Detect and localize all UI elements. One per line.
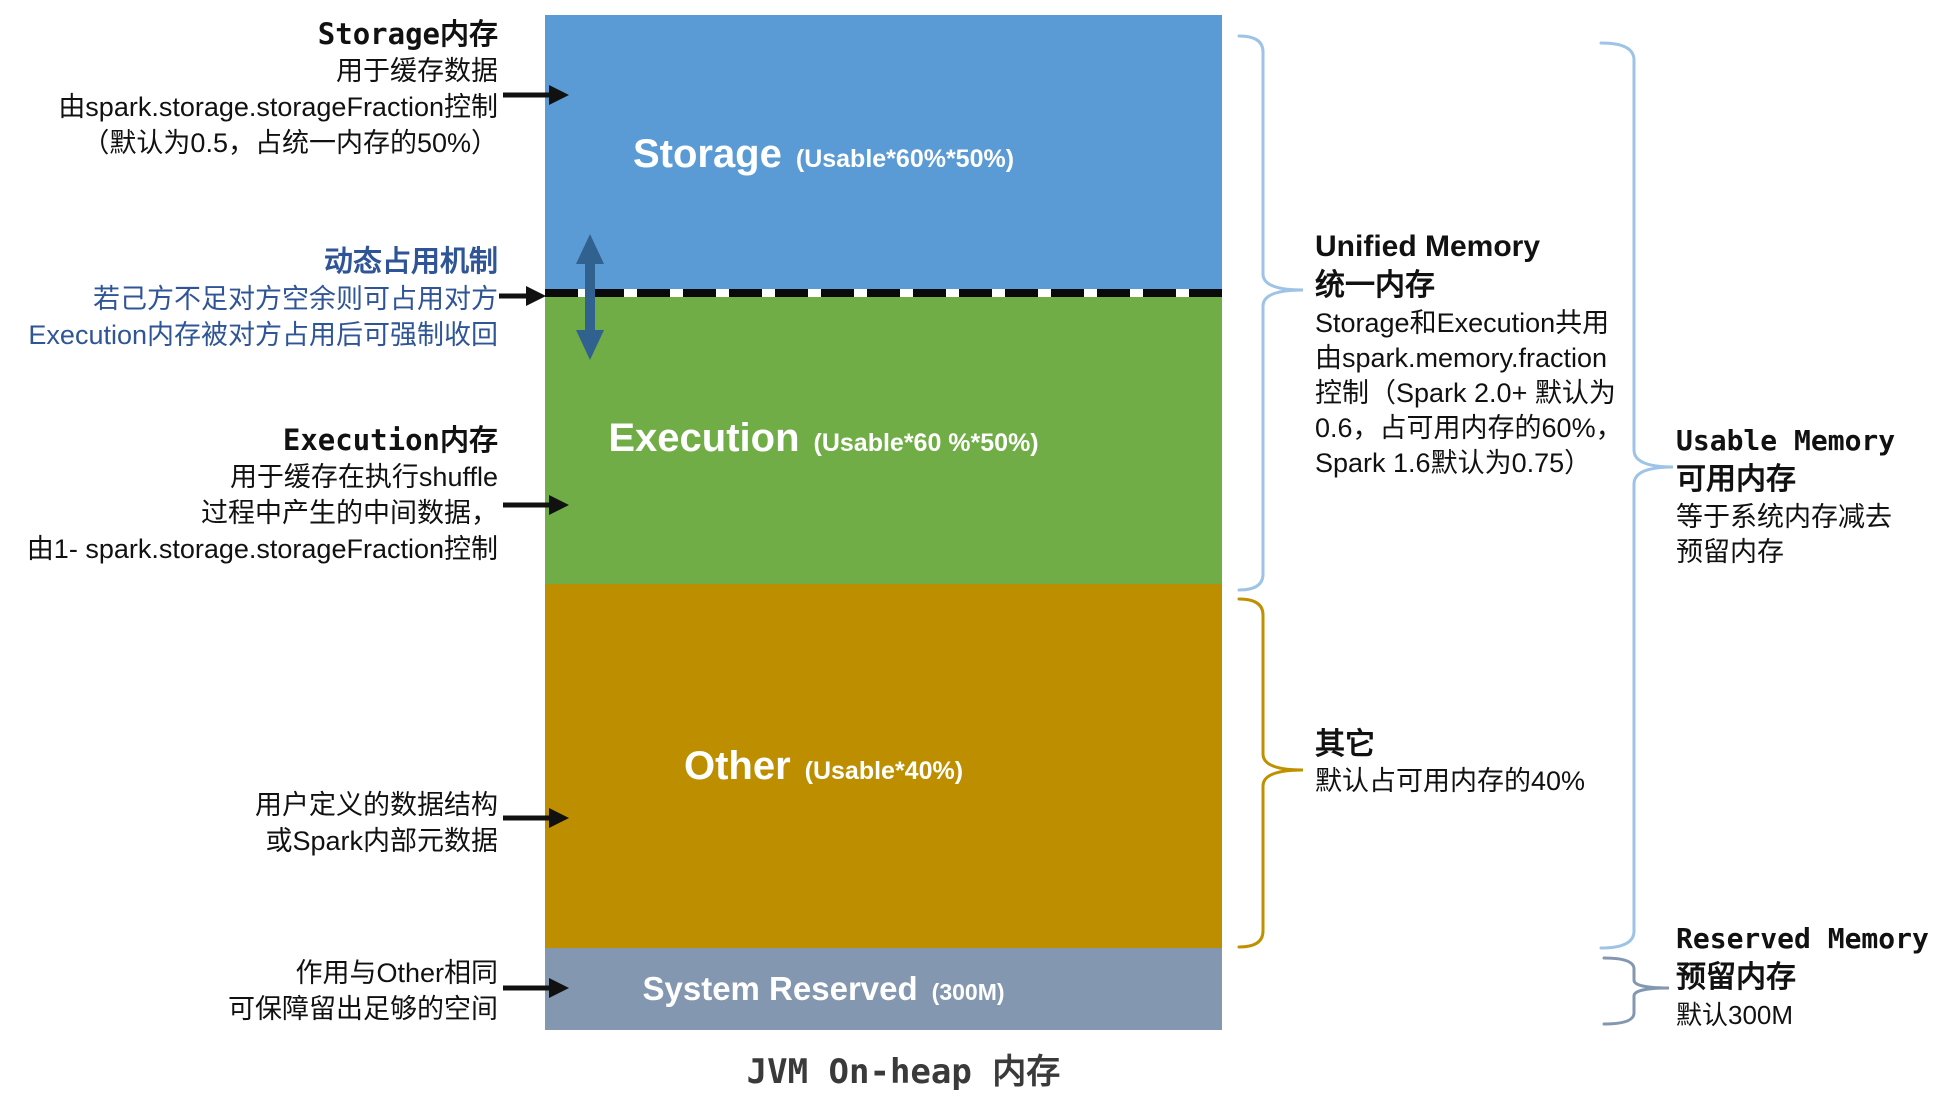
- diagram-caption: JVM On-heap 内存: [746, 1052, 1061, 1092]
- other-memory-block: Other (Usable*40%): [545, 584, 1222, 948]
- unified-memory-annotation: Unified Memory 统一内存 Storage和Execution共用 …: [1315, 228, 1623, 481]
- execution-memory-block: Execution (Usable*60 %*50%): [545, 293, 1222, 584]
- storage-execution-dashed-boundary: [545, 289, 1222, 297]
- execution-annotation-line: 由1- spark.storage.storageFraction控制: [26, 534, 498, 564]
- other-block-subtitle: (Usable*40%): [804, 756, 964, 785]
- system-reserved-memory-block: System Reserved (300M): [545, 948, 1222, 1030]
- reserved-memory-title: Reserved Memory: [1676, 922, 1929, 955]
- other-annotation-line: 或Spark内部元数据: [265, 826, 498, 856]
- usable-memory-brace: [1599, 41, 1674, 950]
- other-annotation: 用户定义的数据结构 或Spark内部元数据: [255, 787, 498, 859]
- storage-annotation-line: 用于缓存数据: [336, 56, 498, 86]
- unified-memory-subtitle: 统一内存: [1315, 269, 1435, 302]
- execution-block-title: Execution: [608, 416, 800, 460]
- reserved-memory-subtitle: 预留内存: [1676, 961, 1796, 994]
- dynamic-occupancy-annotation: 动态占用机制 若己方不足对方空余则可占用对方 Execution内存被对方占用后…: [28, 244, 498, 353]
- reserved-memory-annotation: Reserved Memory 预留内存 默认300M: [1676, 920, 1929, 1032]
- storage-block-label: Storage (Usable*60%*50%): [633, 132, 1014, 177]
- unified-memory-line: 控制（Spark 2.0+ 默认为: [1315, 378, 1616, 408]
- other-right-title: 其它: [1315, 728, 1375, 761]
- dynamic-occupancy-arrow-icon: [499, 286, 546, 306]
- system-reserved-block-label: System Reserved (300M): [642, 970, 1004, 1008]
- storage-memory-block: Storage (Usable*60%*50%): [545, 15, 1222, 293]
- dynamic-occupancy-line: Execution内存被对方占用后可强制收回: [28, 320, 498, 350]
- unified-memory-title: Unified Memory: [1315, 230, 1541, 263]
- execution-annotation-line: 用于缓存在执行shuffle: [229, 462, 498, 492]
- usable-memory-subtitle: 可用内存: [1676, 463, 1796, 496]
- other-right-annotation: 其它 默认占可用内存的40%: [1315, 726, 1585, 799]
- system-reserved-annotation-line: 可保障留出足够的空间: [228, 994, 498, 1024]
- other-right-line: 默认占可用内存的40%: [1315, 766, 1586, 796]
- storage-annotation-title: Storage内存: [317, 17, 498, 51]
- system-reserved-annotation-line: 作用与Other相同: [295, 958, 498, 988]
- storage-block-subtitle: (Usable*60%*50%): [795, 144, 1015, 173]
- unified-memory-line: 0.6，占可用内存的60%，: [1315, 413, 1623, 443]
- other-block-label: Other (Usable*40%): [684, 744, 963, 789]
- execution-annotation-line: 过程中产生的中间数据，: [201, 498, 498, 528]
- usable-memory-line: 预留内存: [1676, 537, 1784, 567]
- storage-annotation-line: 由spark.storage.storageFraction控制: [58, 92, 498, 122]
- unified-memory-line: 由spark.memory.fraction: [1315, 343, 1608, 373]
- unified-memory-line: Storage和Execution共用: [1315, 308, 1610, 338]
- execution-block-subtitle: (Usable*60 %*50%): [813, 429, 1039, 457]
- usable-memory-annotation: Usable Memory 可用内存 等于系统内存减去 预留内存: [1676, 422, 1895, 570]
- execution-block-label: Execution (Usable*60 %*50%): [608, 416, 1038, 461]
- other-memory-brace: [1237, 597, 1304, 949]
- execution-annotation-title: Execution内存: [282, 423, 498, 457]
- dynamic-occupancy-line: 若己方不足对方空余则可占用对方: [93, 284, 498, 314]
- usable-memory-line: 等于系统内存减去: [1676, 502, 1892, 532]
- execution-annotation: Execution内存 用于缓存在执行shuffle 过程中产生的中间数据， 由…: [27, 422, 498, 567]
- storage-block-title: Storage: [632, 131, 782, 176]
- reserved-memory-brace: [1602, 956, 1670, 1026]
- usable-memory-title: Usable Memory: [1676, 424, 1896, 457]
- reserved-memory-line: 默认300M: [1676, 1000, 1794, 1030]
- unified-memory-line: Spark 1.6默认为0.75）: [1315, 448, 1592, 478]
- dynamic-occupancy-title: 动态占用机制: [323, 246, 498, 278]
- system-reserved-block-title: System Reserved: [642, 970, 918, 1007]
- storage-annotation: Storage内存 用于缓存数据 由spark.storage.storageF…: [58, 16, 498, 161]
- system-reserved-block-subtitle: (300M): [931, 979, 1005, 1005]
- storage-annotation-line: （默认为0.5，占统一内存的50%）: [82, 128, 498, 158]
- system-reserved-annotation: 作用与Other相同 可保障留出足够的空间: [228, 955, 498, 1027]
- other-annotation-line: 用户定义的数据结构: [255, 790, 498, 820]
- unified-memory-brace: [1237, 34, 1304, 592]
- other-block-title: Other: [683, 743, 791, 788]
